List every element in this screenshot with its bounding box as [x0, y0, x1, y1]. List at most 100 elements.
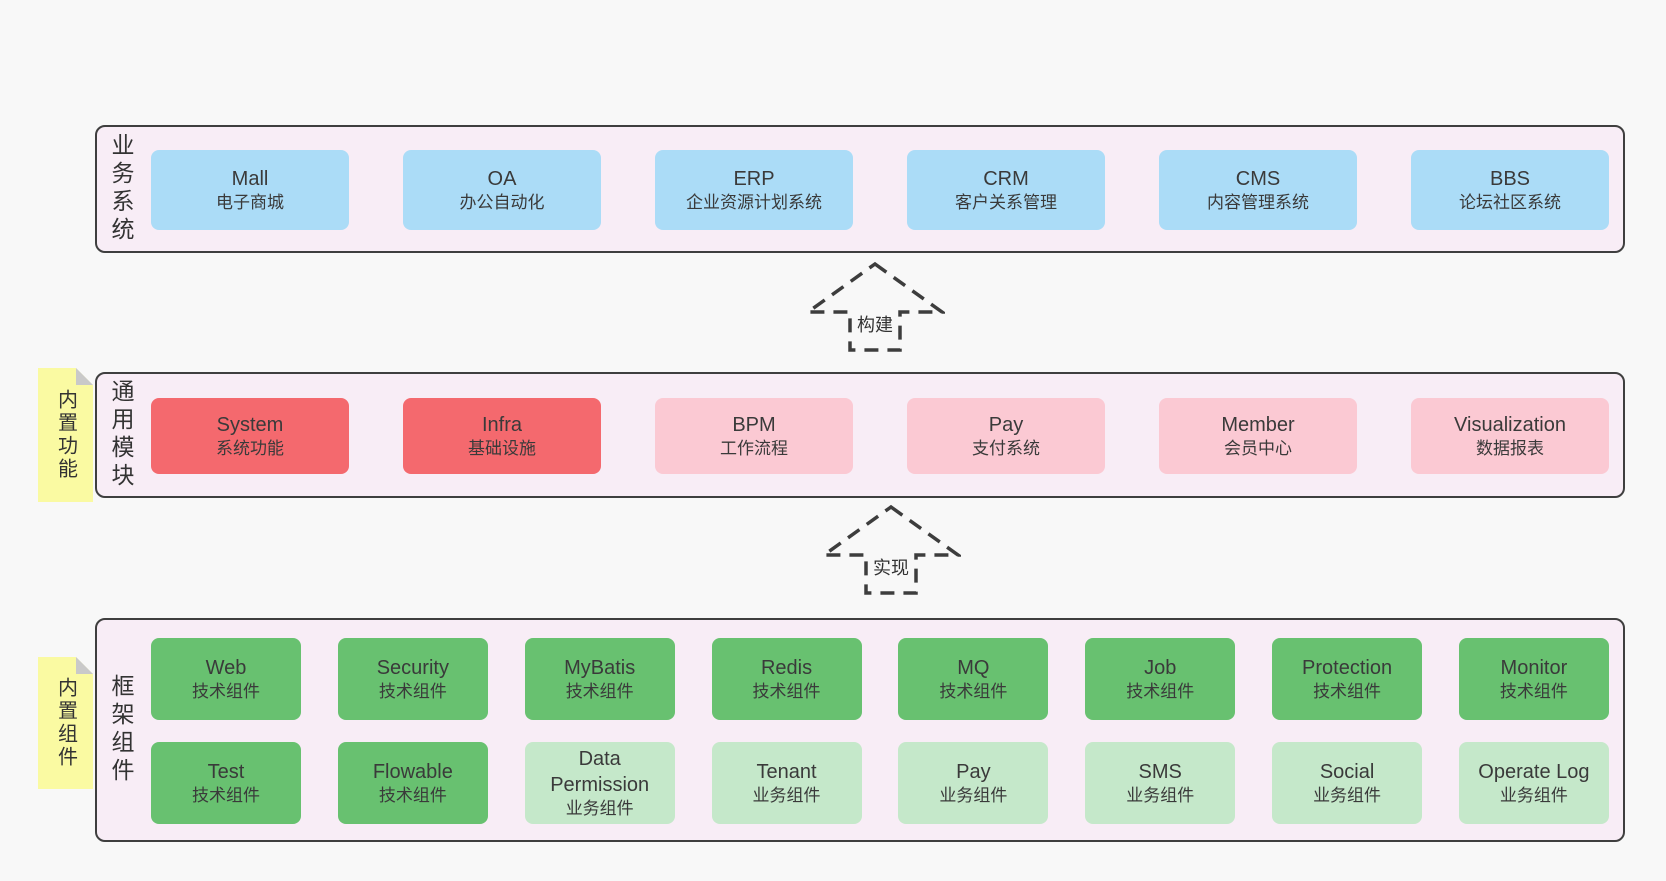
box-title: BPM: [732, 413, 776, 436]
box-bpm: BPM 工作流程: [655, 398, 853, 474]
box-title: Security: [376, 656, 449, 679]
box-title: Pay: [988, 413, 1024, 436]
box-subtitle: 技术组件: [378, 681, 447, 701]
arrow-build-label: 构建: [855, 311, 895, 337]
box-oa: OA 办公自动化: [403, 150, 601, 230]
box-title: MQ: [957, 656, 990, 679]
sticky-note-label: 内置功能: [54, 389, 77, 481]
box-title: Infra: [481, 413, 523, 436]
box-subtitle: 支付系统: [972, 438, 1040, 458]
box-title: Visualization: [1454, 413, 1566, 436]
panel-label: 业务系统: [108, 133, 134, 245]
box-title: Web: [205, 656, 247, 679]
panel-framework-components: 框架组件 Web 技术组件 Security 技术组件 MyBatis 技术组件…: [95, 618, 1625, 842]
box-title: Tenant: [756, 760, 817, 783]
box-pay-component: Pay 业务组件: [898, 742, 1049, 824]
panel-label: 通用模块: [108, 379, 134, 491]
box-subtitle: 技术组件: [939, 681, 1008, 701]
box-subtitle: 会员中心: [1224, 438, 1292, 458]
box-subtitle: 内容管理系统: [1207, 192, 1309, 212]
box-operate-log: Operate Log 业务组件: [1458, 742, 1609, 824]
box-mall: Mall 电子商城: [151, 150, 349, 230]
box-job: Job 技术组件: [1085, 638, 1236, 720]
panel-label: 框架组件: [108, 674, 134, 786]
box-subtitle: 业务组件: [1313, 785, 1382, 805]
box-subtitle: 技术组件: [1313, 681, 1382, 701]
box-subtitle: 技术组件: [1499, 681, 1568, 701]
sticky-note-built-in-components: 内置组件: [38, 657, 93, 789]
box-title: System: [216, 413, 284, 436]
box-title: Job: [1144, 656, 1177, 679]
box-subtitle: 数据报表: [1476, 438, 1544, 458]
box-subtitle: 业务组件: [565, 798, 634, 818]
box-subtitle: 技术组件: [192, 785, 260, 805]
box-title: Flowable: [372, 760, 453, 783]
box-title: BBS: [1489, 167, 1531, 190]
sticky-note-label: 内置组件: [54, 677, 77, 769]
box-title: ERP: [733, 167, 775, 190]
box-title: Operate Log: [1478, 760, 1590, 783]
box-title: Protection: [1302, 656, 1393, 679]
business-box-row: Mall 电子商城 OA 办公自动化 ERP 企业资源计划系统 CRM 客户关系…: [151, 150, 1609, 230]
modules-box-row: System 系统功能 Infra 基础设施 BPM 工作流程 Pay 支付系统…: [151, 398, 1609, 474]
box-cms: CMS 内容管理系统: [1159, 150, 1357, 230]
box-title: Test: [207, 760, 245, 783]
box-mybatis: MyBatis 技术组件: [524, 638, 675, 720]
box-subtitle: 技术组件: [192, 681, 260, 701]
box-title: MyBatis: [564, 656, 636, 679]
box-web: Web 技术组件: [151, 638, 301, 720]
box-erp: ERP 企业资源计划系统: [655, 150, 853, 230]
box-pay-module: Pay 支付系统: [907, 398, 1105, 474]
box-title: OA: [487, 167, 517, 190]
box-title: Monitor: [1500, 656, 1568, 679]
box-subtitle: 业务组件: [1499, 785, 1568, 805]
box-test: Test 技术组件: [151, 742, 301, 824]
box-subtitle: 业务组件: [1126, 785, 1195, 805]
box-subtitle: 办公自动化: [459, 192, 545, 212]
box-data-permission: Data Permission 业务组件: [524, 742, 675, 824]
box-subtitle: 技术组件: [378, 785, 447, 805]
box-subtitle: 系统功能: [216, 438, 284, 458]
box-title: Redis: [760, 656, 813, 679]
arrow-implement: 实现: [821, 504, 961, 596]
box-social: Social 业务组件: [1272, 742, 1423, 824]
box-subtitle: 电子商城: [216, 192, 284, 212]
components-box-row-1: Web 技术组件 Security 技术组件 MyBatis 技术组件 Redi…: [151, 638, 1609, 720]
box-system: System 系统功能: [151, 398, 349, 474]
box-title: CMS: [1235, 167, 1281, 190]
box-flowable: Flowable 技术组件: [337, 742, 488, 824]
box-subtitle: 技术组件: [752, 681, 821, 701]
box-redis: Redis 技术组件: [711, 638, 862, 720]
box-subtitle: 业务组件: [752, 785, 821, 805]
box-title: Data Permission: [550, 747, 650, 796]
box-crm: CRM 客户关系管理: [907, 150, 1105, 230]
box-subtitle: 工作流程: [720, 438, 788, 458]
sticky-note-built-in-functions: 内置功能: [38, 368, 93, 502]
box-bbs: BBS 论坛社区系统: [1411, 150, 1609, 230]
box-sms: SMS 业务组件: [1085, 742, 1236, 824]
box-subtitle: 客户关系管理: [955, 192, 1057, 212]
arrow-implement-label: 实现: [871, 554, 911, 580]
box-infra: Infra 基础设施: [403, 398, 601, 474]
box-title: Mall: [231, 167, 269, 190]
box-subtitle: 企业资源计划系统: [686, 192, 822, 212]
dashed-up-arrow-icon: [821, 504, 961, 595]
box-title: Pay: [956, 760, 991, 783]
box-tenant: Tenant 业务组件: [711, 742, 862, 824]
dashed-up-arrow-icon: [805, 261, 945, 352]
box-subtitle: 业务组件: [939, 785, 1008, 805]
components-box-row-2: Test 技术组件 Flowable 技术组件 Data Permission …: [151, 742, 1609, 824]
box-title: CRM: [983, 167, 1029, 190]
box-title: Member: [1221, 413, 1295, 436]
box-subtitle: 基础设施: [468, 438, 536, 458]
box-visualization: Visualization 数据报表: [1411, 398, 1609, 474]
panel-business-systems: 业务系统 Mall 电子商城 OA 办公自动化 ERP 企业资源计划系统 CRM…: [95, 125, 1625, 253]
box-mq: MQ 技术组件: [898, 638, 1049, 720]
box-subtitle: 技术组件: [565, 681, 634, 701]
box-subtitle: 论坛社区系统: [1459, 192, 1561, 212]
box-protection: Protection 技术组件: [1272, 638, 1423, 720]
box-security: Security 技术组件: [337, 638, 488, 720]
box-subtitle: 技术组件: [1126, 681, 1195, 701]
box-title: Social: [1319, 760, 1375, 783]
